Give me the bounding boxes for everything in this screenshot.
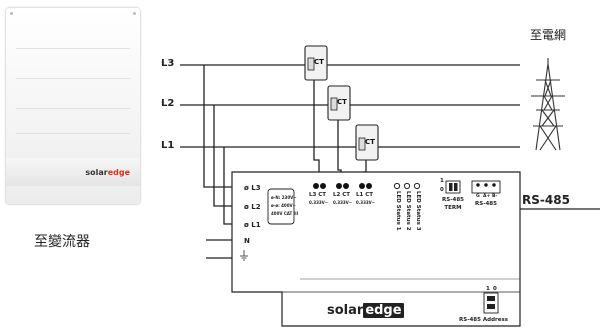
ct-terminal-dot [343,183,349,189]
ct-input-rating: 0.333V~ [309,200,329,205]
terminal-label-l1: ø L1 [244,221,261,229]
ct-input-label: L3 CT [309,192,327,198]
rs485-pin-label: B- [492,194,498,199]
voltage-text: ø-N: 230V~ [271,195,297,200]
terminal-label-l3: ø L3 [244,184,261,192]
address-switch-label: RS-485 Address [459,317,508,323]
panel-line [16,78,130,79]
panel-line [16,48,130,49]
ct-terminal-dot [336,183,342,189]
led-status-label: LED Status 2 [405,191,411,231]
panel-line [16,108,130,109]
inverter-brand-logo: solaredge [85,168,130,177]
ct-label-l3: CT [314,58,324,66]
rs485-output-label: RS-485 [522,193,570,207]
drop-wire-l3 [203,65,232,188]
rs485-port-label: RS-485 [475,201,497,207]
inverter-brand-stripe [6,158,140,186]
drop-wire-l1 [223,147,232,225]
rs485-pin [492,183,496,187]
ct-clamp-core [330,97,338,111]
line-label-l3: L3 [161,58,175,69]
ct-input-label: L2 CT [333,192,351,198]
terminal-label-l2: ø L2 [244,203,261,211]
ct-input-rating: 0.333V~ [356,200,376,205]
rs485-pin-label: A+ [483,194,491,199]
term-switch-knob [449,183,453,191]
address-switch-knob [487,304,495,309]
ct-terminal-dot [320,183,326,189]
ground-symbol [240,250,248,261]
led-status-label: LED Status 3 [415,191,421,231]
ct-terminal-dot [359,183,365,189]
line-label-l1: L1 [161,140,175,151]
terminal-label-n: N [244,237,250,245]
term-off-label: 0 [440,187,444,193]
term-switch-knob [454,183,458,191]
rs485-pin [484,183,488,187]
screw-icon [10,12,13,15]
ct-terminal-dot [366,183,372,189]
voltage-rating-box [267,188,295,225]
inverter-caption: 至變流器 [34,234,90,250]
led-3 [413,182,421,190]
term-switch [445,180,461,194]
ct-clamp-l2 [327,85,351,121]
ct-label-l1: CT [365,138,375,146]
led-1 [393,182,401,190]
ct-input-rating: 0.333V~ [333,200,353,205]
led-status-label: LED Status 1 [395,191,401,231]
screw-icon [133,12,136,15]
address-position-label: 0 [493,286,497,292]
address-switch-knob [487,296,495,301]
term-on-label: 1 [440,178,444,184]
address-position-label: 1 [486,286,490,292]
transmission-tower-icon [531,58,565,151]
voltage-text: ø-ø: 400V~ [271,203,296,208]
inverter-image: solaredge [6,8,140,204]
term-switch-label: RS-485 TERM [442,197,464,211]
ct-clamp-l3 [304,45,328,81]
voltage-text: 400V CAT III [271,211,299,216]
ct-clamp-core [307,57,315,71]
drop-wire-l2 [213,105,232,207]
ct-clamp-l1 [355,124,379,161]
ct-lead-l2 [337,120,342,180]
ct-terminal-dot [313,183,319,189]
rs485-port [471,180,501,194]
ct-label-l2: CT [337,98,347,106]
grid-caption: 至電網 [530,28,567,42]
meter-enclosure [231,171,521,327]
panel-line [16,133,130,134]
ct-clamp-core [358,137,366,151]
led-2 [403,182,411,190]
rs485-pin-label: G [476,194,480,199]
ct-input-label: L1 CT [356,192,374,198]
line-label-l2: L2 [161,98,175,109]
rs485-pin [476,183,480,187]
ct-lead-l3 [313,80,320,180]
